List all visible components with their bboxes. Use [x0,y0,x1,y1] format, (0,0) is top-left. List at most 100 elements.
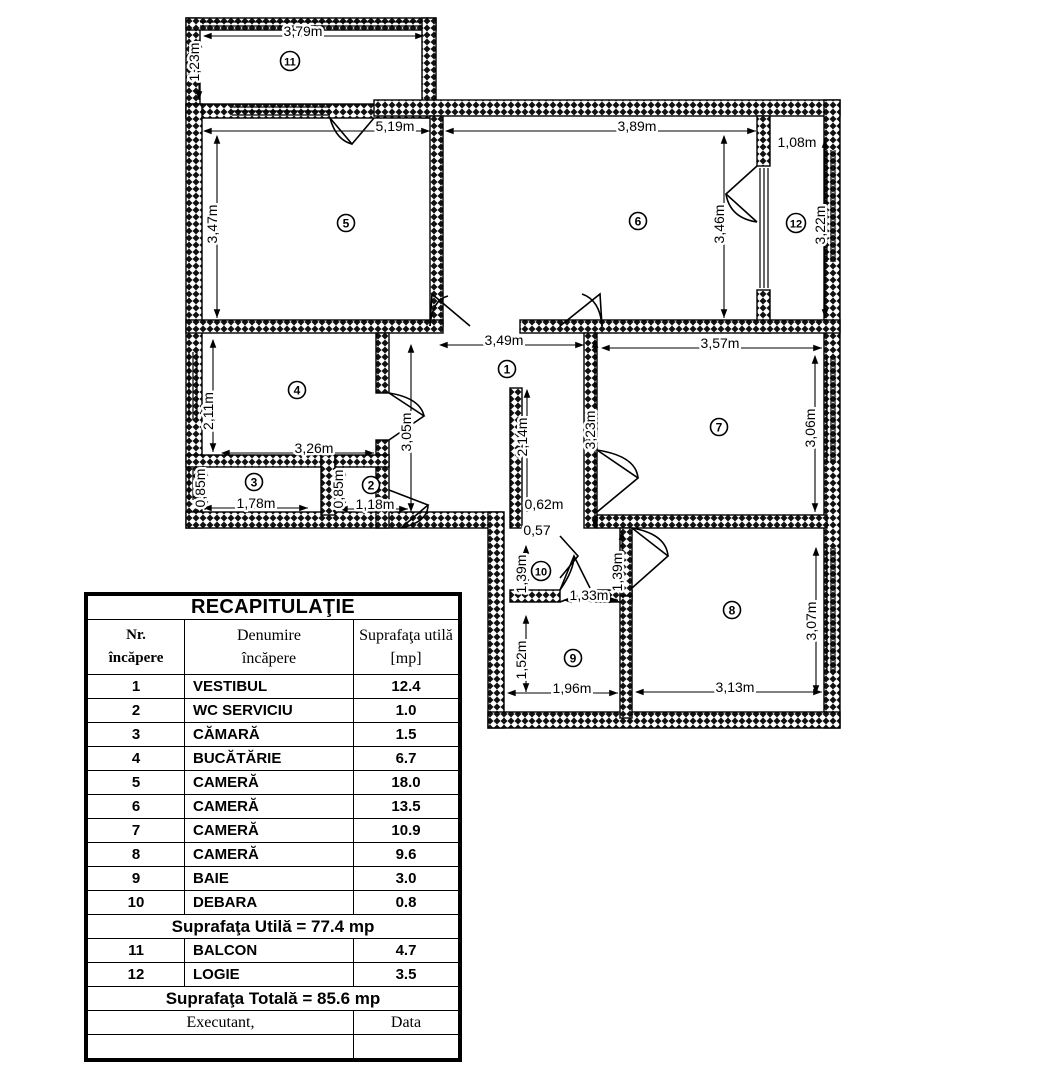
footer-data: Data [353,1010,459,1035]
table-title: RECAPITULAŢIE [87,595,459,620]
cell-name: BALCON [184,938,354,963]
dimension-label: 1,39m [513,555,529,594]
dimension-label: 2,14m [514,418,530,457]
cell-area: 0.8 [353,890,459,915]
cell-name: BAIE [184,866,354,891]
dimension-label: 3,49m [485,332,524,348]
cell-area: 6.7 [353,746,459,771]
footer-data-blank[interactable] [353,1034,459,1059]
cell-area: 1.0 [353,698,459,723]
dimension-label: 3,05m [398,413,414,452]
dimension-label: 3,79m [284,23,323,39]
cell-name: CAMERĂ [184,842,354,867]
dimension-label: 5,19m [376,118,415,134]
walls-layer [185,17,841,729]
column-header-area: Suprafaţa utilă [mp] [353,619,459,675]
room-number: 4 [294,384,301,398]
dimension-label: 1,08m [778,134,817,150]
cell-nr: 2 [87,698,185,723]
room-marker-4: 4 [287,380,307,400]
cell-area: 12.4 [353,674,459,699]
dimension-label: 2,11m [200,392,216,430]
room-marker-5: 5 [336,213,356,233]
dimension-label: 3,22m [812,206,828,245]
dimension-label: 0,62m [525,496,564,512]
cell-area: 3.0 [353,866,459,891]
room-marker-6: 6 [628,211,648,231]
dimension-label: 3,22m [812,206,828,245]
room-marker-8: 8 [722,600,742,620]
dimension-label: 3,49m [485,332,524,348]
dimension-label: 1,39m [609,553,625,592]
subtotal-row: Suprafaţa Utilă = 77.4 mp [87,914,459,939]
cell-area: 10.9 [353,818,459,843]
dimension-label: 1,39m [609,553,625,592]
cell-nr: 8 [87,842,185,867]
dimension-label: 3,57m [701,335,740,351]
dimension-label: 3,06m [802,409,818,448]
dimension-label: 1,52m [513,641,529,680]
dimension-label: 1,23m [186,43,202,82]
footer-executant: Executant, [87,1010,354,1035]
room-number: 1 [504,363,511,377]
room-marker-10: 10 [530,560,552,582]
room-marker-9: 9 [563,648,583,668]
cell-nr: 10 [87,890,185,915]
dimension-label: 3,06m [802,409,818,448]
dimension-label: 1,96m [553,680,592,696]
cell-nr: 11 [87,938,185,963]
dimension-label: 1,18m [356,496,395,512]
room-marker-7: 7 [709,417,729,437]
cell-nr: 3 [87,722,185,747]
dimension-label: 1,08m [778,134,817,150]
dimension-label: 0,57 [523,522,550,538]
dimension-label: 3,23m [582,411,598,450]
dimension-label: 3,89m [618,118,657,134]
dimension-label: 3,47m [204,205,220,244]
cell-name: DEBARA [184,890,354,915]
dimension-label: 1,33m [570,587,609,603]
dimension-label: 3,23m [582,411,598,450]
room-number: 9 [570,652,577,666]
dimension-label: 3,46m [711,205,727,244]
cell-nr: 9 [87,866,185,891]
cell-nr: 12 [87,962,185,987]
dimension-label: 3,13m [716,679,755,695]
dimension-label: 3,26m [295,440,334,456]
dimension-label: 3,89m [618,118,657,134]
dimension-label: 2,11m [200,392,216,430]
room-number: 10 [535,567,547,579]
footer-executant-blank[interactable] [87,1034,354,1059]
recapitulation-table: RECAPITULAŢIE Nr. încăpere Denumire încă… [84,592,462,1062]
cell-area: 13.5 [353,794,459,819]
cell-nr: 4 [87,746,185,771]
room-number: 6 [635,215,642,229]
cell-name: CAMERĂ [184,818,354,843]
room-number: 7 [716,421,723,435]
dimension-label: 0,85m [192,469,208,508]
total-row: Suprafaţa Totală = 85.6 mp [87,986,459,1011]
room-marker-2: 2 [361,475,381,495]
dimension-label: 3,47m [204,205,220,244]
cell-name: CAMERĂ [184,770,354,795]
dimension-label: 3,26m [295,440,334,456]
room-marker-1: 1 [497,359,517,379]
room-number: 12 [790,219,802,231]
dimension-label: 3,05m [398,413,414,452]
dimension-label: 3,07m [803,602,819,641]
dimension-label: 2,14m [514,418,530,457]
dimension-label: 0,62m [525,496,564,512]
cell-nr: 1 [87,674,185,699]
dimension-label: 1,78m [237,495,276,511]
cell-name: VESTIBUL [184,674,354,699]
dimension-label: 1,23m [186,43,202,82]
dimension-label: 3,13m [716,679,755,695]
column-header-nr: Nr. încăpere [87,619,185,675]
